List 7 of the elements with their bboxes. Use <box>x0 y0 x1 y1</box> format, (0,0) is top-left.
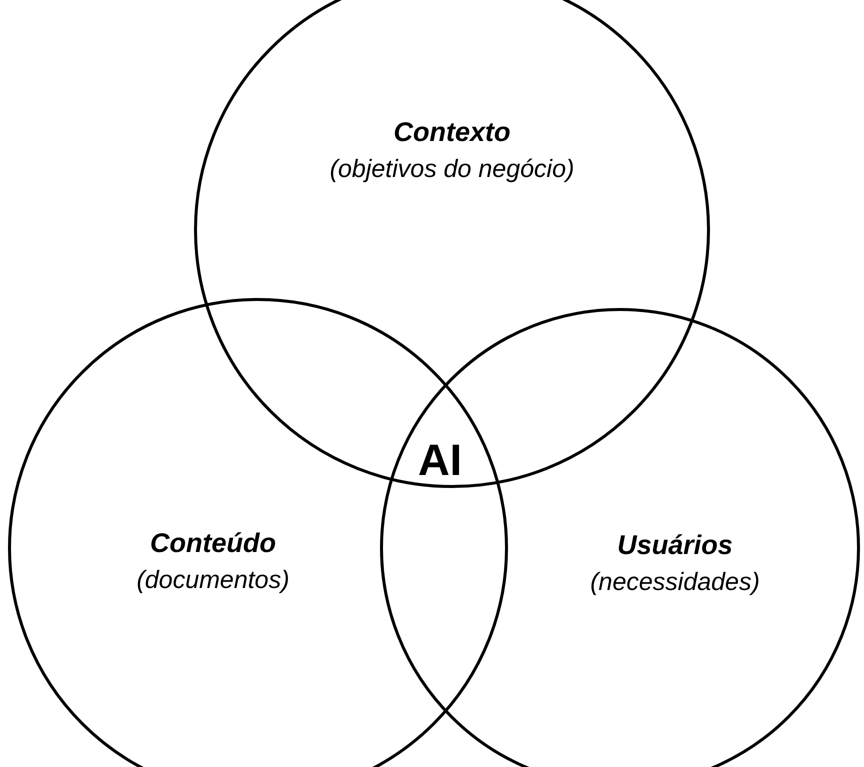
circle-subtitle: (objetivos do negócio) <box>328 155 576 184</box>
circle-subtitle: (necessidades) <box>589 568 761 597</box>
circle-title: Usuários <box>616 530 734 561</box>
circle-subtitle: (documentos) <box>136 566 290 595</box>
circle-title: Contexto <box>392 117 512 148</box>
circle-title: Conteúdo <box>149 528 277 559</box>
intersection-label: AI <box>418 436 462 486</box>
